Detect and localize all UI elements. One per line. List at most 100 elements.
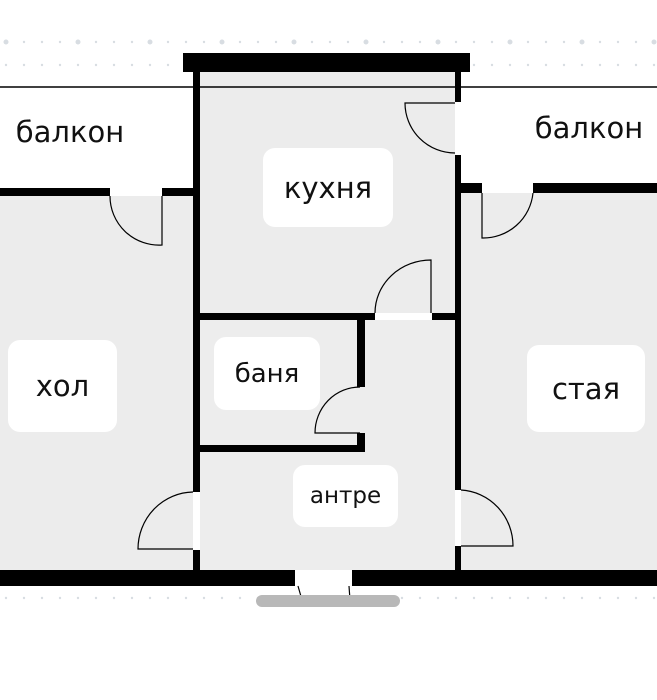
dot (526, 40, 530, 44)
dot (435, 39, 441, 45)
dot (490, 40, 494, 44)
door-room (460, 489, 514, 547)
dot (616, 596, 620, 600)
dot (256, 40, 260, 44)
door-kitchen-balcony (404, 102, 456, 154)
door-kitchen (374, 259, 432, 314)
dot (652, 596, 656, 600)
dot (418, 596, 422, 600)
dot (472, 63, 476, 67)
dot (652, 63, 656, 67)
dot (544, 63, 548, 67)
dot (634, 596, 638, 600)
dot (526, 596, 530, 600)
dot (130, 596, 134, 600)
dot (148, 63, 152, 67)
dot (346, 40, 350, 44)
dot (382, 40, 386, 44)
dot (166, 40, 170, 44)
dot (651, 39, 657, 45)
dot (166, 596, 170, 600)
dot (400, 40, 404, 44)
dot (634, 40, 638, 44)
dot (238, 40, 242, 44)
dot (490, 596, 494, 600)
dot (220, 596, 224, 600)
dot (40, 40, 44, 44)
dot (202, 40, 206, 44)
dot (363, 39, 369, 45)
dot (76, 596, 80, 600)
dot (219, 39, 225, 45)
dot (274, 40, 278, 44)
dot (634, 63, 638, 67)
door-right-balcony (481, 192, 534, 239)
dot (400, 596, 404, 600)
dot (75, 39, 81, 45)
dot (76, 63, 80, 67)
dot (112, 596, 116, 600)
dot (184, 596, 188, 600)
dot (202, 596, 206, 600)
dot (436, 596, 440, 600)
dot (130, 63, 134, 67)
dot (112, 63, 116, 67)
dot (544, 596, 548, 600)
dot (580, 596, 584, 600)
door-living-room (137, 491, 194, 550)
dot (4, 596, 8, 600)
dot (562, 40, 566, 44)
dot (148, 596, 152, 600)
dot (58, 40, 62, 44)
dot (3, 39, 9, 45)
dot (58, 63, 62, 67)
dot (598, 596, 602, 600)
dot (22, 63, 26, 67)
label-entrance-hall: антре (293, 465, 398, 527)
dot (544, 40, 548, 44)
label-balcony-right: балкон (534, 111, 644, 145)
label-living-room: хол (8, 340, 117, 432)
dot (472, 40, 476, 44)
dot (310, 40, 314, 44)
dot (526, 63, 530, 67)
dot (490, 63, 494, 67)
dot (598, 40, 602, 44)
label-bathroom: баня (214, 337, 320, 410)
dot (507, 39, 513, 45)
dot (184, 40, 188, 44)
dot (22, 596, 26, 600)
dot (454, 40, 458, 44)
dot (112, 40, 116, 44)
dot (562, 596, 566, 600)
dot (579, 39, 585, 45)
dot (40, 63, 44, 67)
walls (0, 53, 657, 586)
dot (58, 596, 62, 600)
dot (562, 63, 566, 67)
dot (418, 40, 422, 44)
dot (40, 596, 44, 600)
dot (22, 40, 26, 44)
dot (94, 63, 98, 67)
label-kitchen: кухня (263, 148, 393, 227)
dot (508, 596, 512, 600)
door-bathroom (314, 386, 361, 434)
dot (166, 63, 170, 67)
dot (616, 40, 620, 44)
dot (508, 63, 512, 67)
dot (130, 40, 134, 44)
label-room: стая (527, 345, 645, 432)
door-left-balcony (109, 195, 163, 246)
dot (598, 63, 602, 67)
dot (4, 63, 8, 67)
dot (238, 596, 242, 600)
dot (147, 39, 153, 45)
dot (328, 40, 332, 44)
dot (580, 63, 584, 67)
bottom-shape (256, 595, 400, 607)
dot (454, 596, 458, 600)
dot (94, 596, 98, 600)
dot (616, 63, 620, 67)
